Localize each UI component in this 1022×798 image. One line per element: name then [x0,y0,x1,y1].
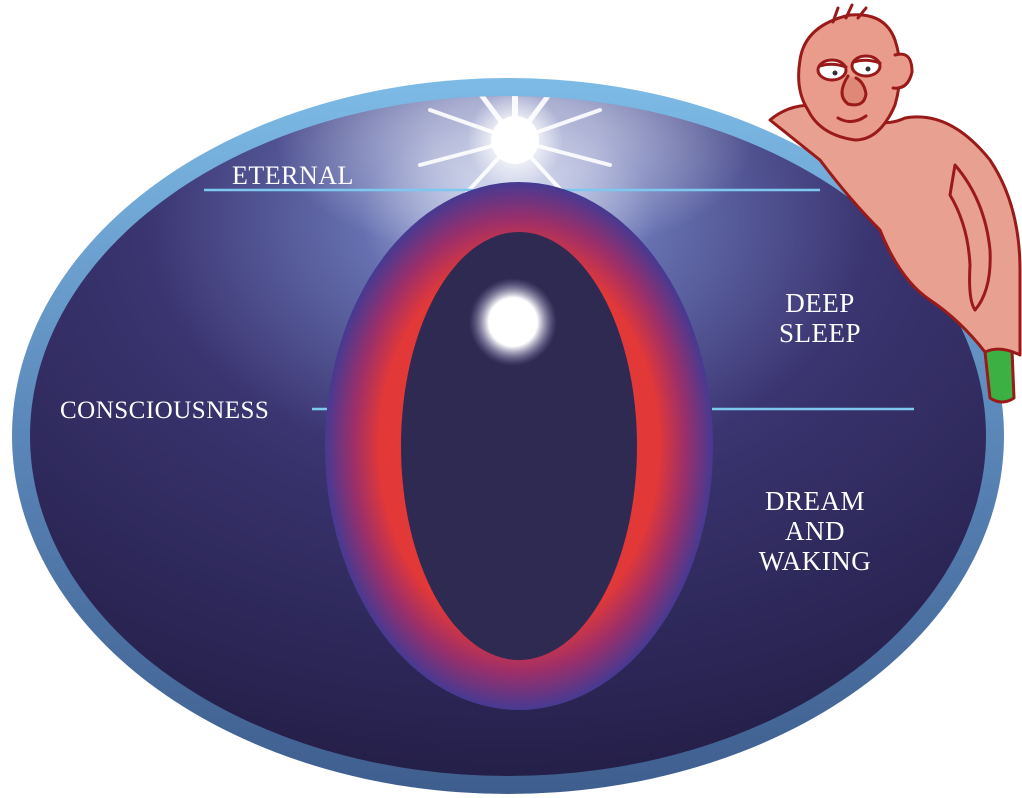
label-deep-sleep-line2: SLEEP [779,318,861,348]
label-dream-line1: DREAM [765,486,865,516]
label-deep-sleep-line1: DEEP [785,288,855,318]
label-dream-line2: AND [785,516,845,546]
glowing-orb-icon [469,278,557,366]
label-eternal: ETERNAL [232,161,354,190]
label-consciousness: CONSCIOUSNESS [60,397,269,424]
label-dream-line3: WAKING [759,546,871,576]
